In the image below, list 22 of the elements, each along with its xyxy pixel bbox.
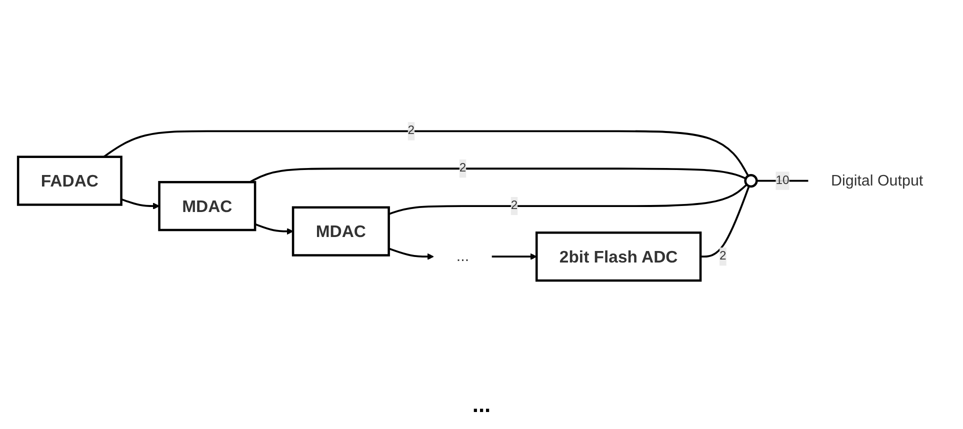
arrow [120,198,160,210]
edge-label: 2 [407,124,414,138]
node-box: MDAC [158,181,256,232]
edge-label: 2 [510,199,518,212]
node-box: FADAC [16,156,122,206]
connector [248,168,746,184]
arrow [254,223,293,235]
node-box: MDAC [291,206,390,257]
node-text: Digital Output [830,172,923,190]
edge-label: 2 [458,162,466,175]
edge-label: 2 [719,250,726,263]
connector [388,184,747,216]
connector [756,180,808,182]
ellipsis-text: ... [472,392,491,416]
connector [700,186,750,258]
arrow [491,253,536,260]
node-text: ... [456,248,469,266]
node-circle [744,174,758,188]
edge-label: 10 [775,174,789,188]
arrow [388,248,434,260]
node-box: 2bit Flash ADC [534,232,702,282]
connector [102,130,749,176]
